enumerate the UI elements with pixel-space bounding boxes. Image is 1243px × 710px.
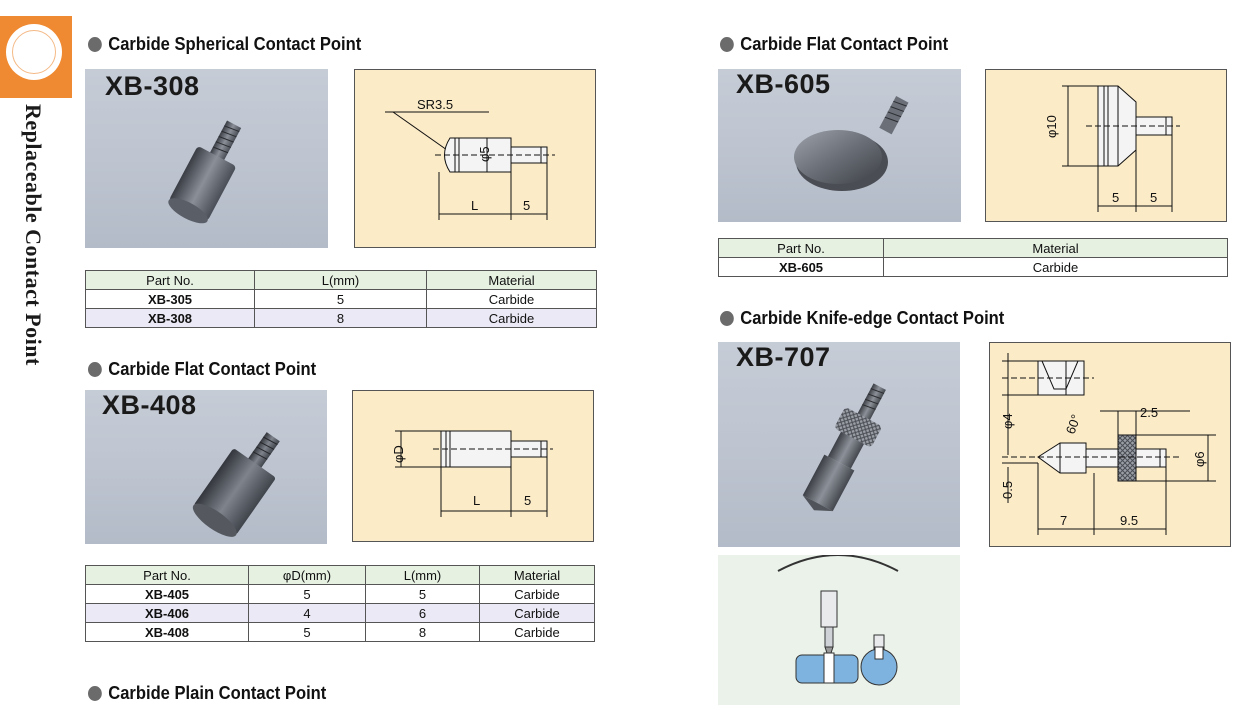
side-title: Replaceable Contact Point xyxy=(21,104,46,366)
application-illustration xyxy=(718,554,960,705)
label-angle: 60° xyxy=(1063,412,1084,436)
heading-flat-605: Carbide Flat Contact Point xyxy=(720,33,948,55)
label-l: L xyxy=(471,198,478,213)
label-phi4: φ4 xyxy=(1000,413,1015,429)
dimension-drawing: φ4 60° 2.5 0.5 φ6 7 9.5 xyxy=(1000,353,1216,535)
table-row: XB-308 8 Carbide xyxy=(85,308,597,328)
table-flat-605: Part No. Material XB-605 Carbide xyxy=(718,238,1228,277)
table-row: XB-405 5 5 Carbide xyxy=(85,584,595,604)
label-l: L xyxy=(473,493,480,508)
contact-point-photo xyxy=(192,432,280,537)
drawing-knife-edge: φ4 60° 2.5 0.5 φ6 7 9.5 xyxy=(989,342,1231,547)
dial-gauge-badge xyxy=(0,16,72,98)
label-sr: SR3.5 xyxy=(417,97,453,112)
contact-point-photo xyxy=(794,96,909,191)
bullet-icon xyxy=(720,310,734,326)
dimension-drawing: φD L 5 xyxy=(391,430,553,517)
heading-spherical: Carbide Spherical Contact Point xyxy=(88,33,361,55)
table-spherical: Part No. L(mm) Material XB-305 5 Carbide… xyxy=(85,270,597,328)
dimension-drawing: SR3.5 φ5 L 5 xyxy=(385,97,555,220)
label-phi6: φ6 xyxy=(1192,451,1207,467)
bullet-icon xyxy=(88,685,102,701)
table-row: XB-406 4 6 Carbide xyxy=(85,603,595,623)
label-5b: 5 xyxy=(1150,190,1157,205)
label-2-5: 2.5 xyxy=(1140,405,1158,420)
label-dia: φ10 xyxy=(1044,115,1059,138)
table-header: Part No. L(mm) Material xyxy=(85,270,597,290)
label-5a: 5 xyxy=(1112,190,1119,205)
heading-plain: Carbide Plain Contact Point xyxy=(88,682,326,704)
heading-flat-408: Carbide Flat Contact Point xyxy=(88,358,316,380)
bullet-icon xyxy=(88,36,102,52)
table-row: XB-408 5 8 Carbide xyxy=(85,622,595,642)
photo-xb-605: XB-605 xyxy=(718,69,961,222)
drawing-spherical: SR3.5 φ5 L 5 xyxy=(354,69,596,248)
label-5: 5 xyxy=(523,198,530,213)
label-9-5: 9.5 xyxy=(1120,513,1138,528)
table-header: Part No. φD(mm) L(mm) Material xyxy=(85,565,595,585)
drawing-flat-605: φ10 5 5 xyxy=(985,69,1227,222)
photo-xb-408: XB-408 xyxy=(85,390,327,544)
contact-point-photo xyxy=(168,120,242,224)
dimension-drawing: φ10 5 5 xyxy=(1044,85,1180,212)
photo-xb-308: XB-308 xyxy=(85,69,328,248)
table-row: XB-305 5 Carbide xyxy=(85,289,597,309)
contact-point-photo xyxy=(802,383,886,512)
bullet-icon xyxy=(88,361,102,377)
label-0-5: 0.5 xyxy=(1000,481,1015,499)
label-7: 7 xyxy=(1060,513,1067,528)
heading-knife-edge: Carbide Knife-edge Contact Point xyxy=(720,307,1004,329)
label-dia: φD xyxy=(391,445,406,463)
label-5: 5 xyxy=(524,493,531,508)
dial-icon xyxy=(6,24,62,80)
photo-xb-707: XB-707 xyxy=(718,342,960,547)
table-flat-408: Part No. φD(mm) L(mm) Material XB-405 5 … xyxy=(85,565,595,642)
drawing-flat-408: φD L 5 xyxy=(352,390,594,542)
table-row: XB-605 Carbide xyxy=(718,257,1228,277)
label-dia: φ5 xyxy=(477,146,492,162)
table-header: Part No. Material xyxy=(718,238,1228,258)
bullet-icon xyxy=(720,36,734,52)
groove-measurement-illustration xyxy=(777,554,899,686)
